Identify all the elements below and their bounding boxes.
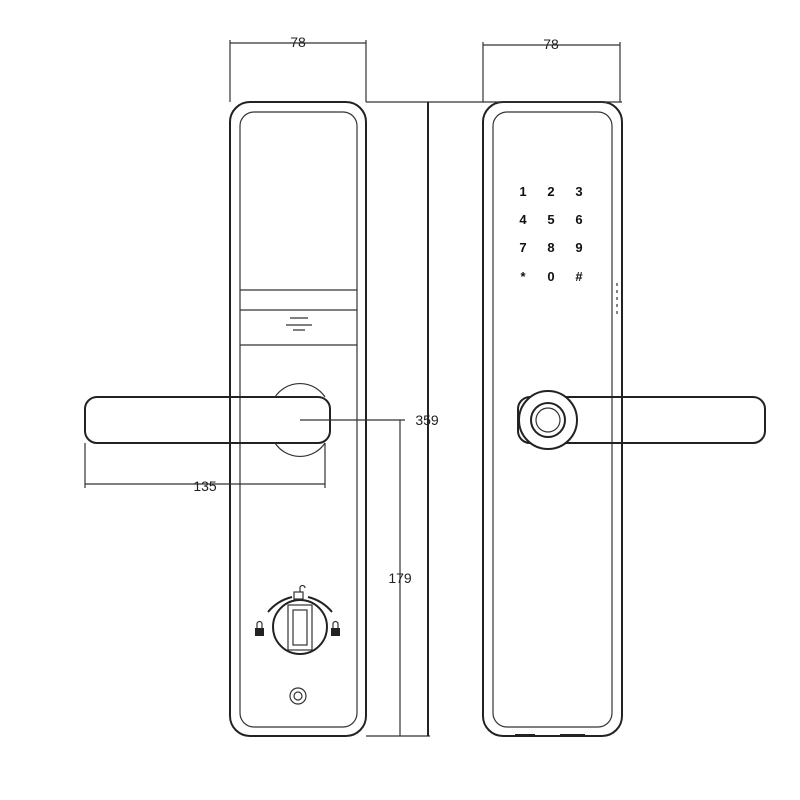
unlock-icon (293, 584, 306, 600)
battery-cover-icon (286, 317, 312, 331)
dim-width-left: 78 (290, 34, 306, 50)
key-hash[interactable]: # (575, 269, 583, 284)
key-6[interactable]: 6 (575, 212, 582, 227)
key-5[interactable]: 5 (547, 212, 554, 227)
key-9[interactable]: 9 (575, 240, 582, 255)
key-4[interactable]: 4 (519, 212, 527, 227)
thumb-turn-icon[interactable] (272, 599, 328, 655)
key-8[interactable]: 8 (547, 240, 554, 255)
keyhole-icon (289, 687, 307, 705)
dim-handle-length: 135 (193, 478, 217, 494)
dim-handle-height: 179 (388, 570, 412, 586)
key-1[interactable]: 1 (519, 184, 526, 199)
interior-handle (84, 396, 331, 444)
keypad[interactable]: 1 2 3 4 5 6 7 8 9 * 0 # (519, 184, 583, 284)
key-3[interactable]: 3 (575, 184, 582, 199)
exterior-lock-body: 1 2 3 4 5 6 7 8 9 * 0 # (482, 101, 766, 737)
lock-icon (331, 620, 340, 636)
interior-lock-body (84, 101, 367, 737)
lock-icon (255, 620, 264, 636)
key-0[interactable]: 0 (547, 269, 554, 284)
handle-rose (274, 383, 326, 457)
key-star[interactable]: * (520, 269, 526, 284)
dim-width-right: 78 (543, 36, 559, 52)
dimension-lines (84, 40, 622, 737)
fingerprint-icon[interactable] (518, 390, 578, 450)
dim-height: 359 (415, 412, 439, 428)
key-7[interactable]: 7 (519, 240, 526, 255)
key-2[interactable]: 2 (547, 184, 554, 199)
